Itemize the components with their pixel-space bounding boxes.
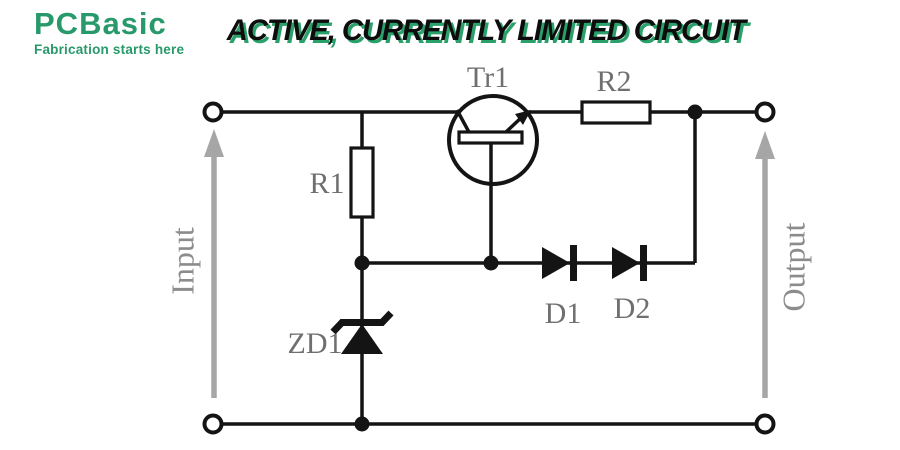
resistor1-label: R1 [309,167,344,200]
transistor-arrow [515,110,531,125]
zener-label: ZD1 [288,327,343,360]
diode1-label: D1 [545,297,582,330]
input-arrow [204,129,224,398]
junction-dot [687,104,703,120]
resistor2-body [580,100,652,125]
transistor-label: Tr1 [467,61,509,94]
output-label: Output [775,222,811,311]
page-title: ACTIVE, CURRENTLY LIMITED CIRCUIT [226,14,746,47]
pcbasic-logo: PCBasic Fabrication starts here [34,8,184,57]
logo-brand-text: PCBasic [34,6,167,41]
input-label: Input [164,227,200,295]
resistor2-label: R2 [596,65,631,98]
terminal-output-top [754,101,776,123]
terminal-output-bottom [754,413,776,435]
junction-dot [354,416,370,432]
resistor2-symbol [580,100,652,125]
junction-dot [483,255,499,271]
zener-symbol [330,310,394,354]
junction-dots [354,104,703,432]
logo-tagline: Fabrication starts here [34,42,185,57]
transistor-symbol [447,94,539,263]
junction-dot [354,255,370,271]
output-arrow-head [755,131,775,159]
diode2-label: D2 [614,292,651,325]
diode1-cathode-bar [570,245,577,281]
resistor1-symbol [349,146,375,219]
transistor-emitter-lead [455,109,472,135]
input-arrow-head [204,129,224,157]
terminal-input-bottom [202,413,224,435]
terminal-input-top [202,101,224,123]
diode2-triangle [612,247,640,279]
transistor-base-bar [457,130,524,145]
diode2-symbol [612,245,647,281]
diode1-triangle [542,247,570,279]
zener-cathode-bar [330,310,394,335]
diode2-cathode-bar [640,245,647,281]
terminals [202,101,776,435]
resistor1-body [349,146,375,219]
diode1-symbol [542,245,577,281]
zener-triangle [341,324,383,354]
output-arrow [755,131,775,398]
